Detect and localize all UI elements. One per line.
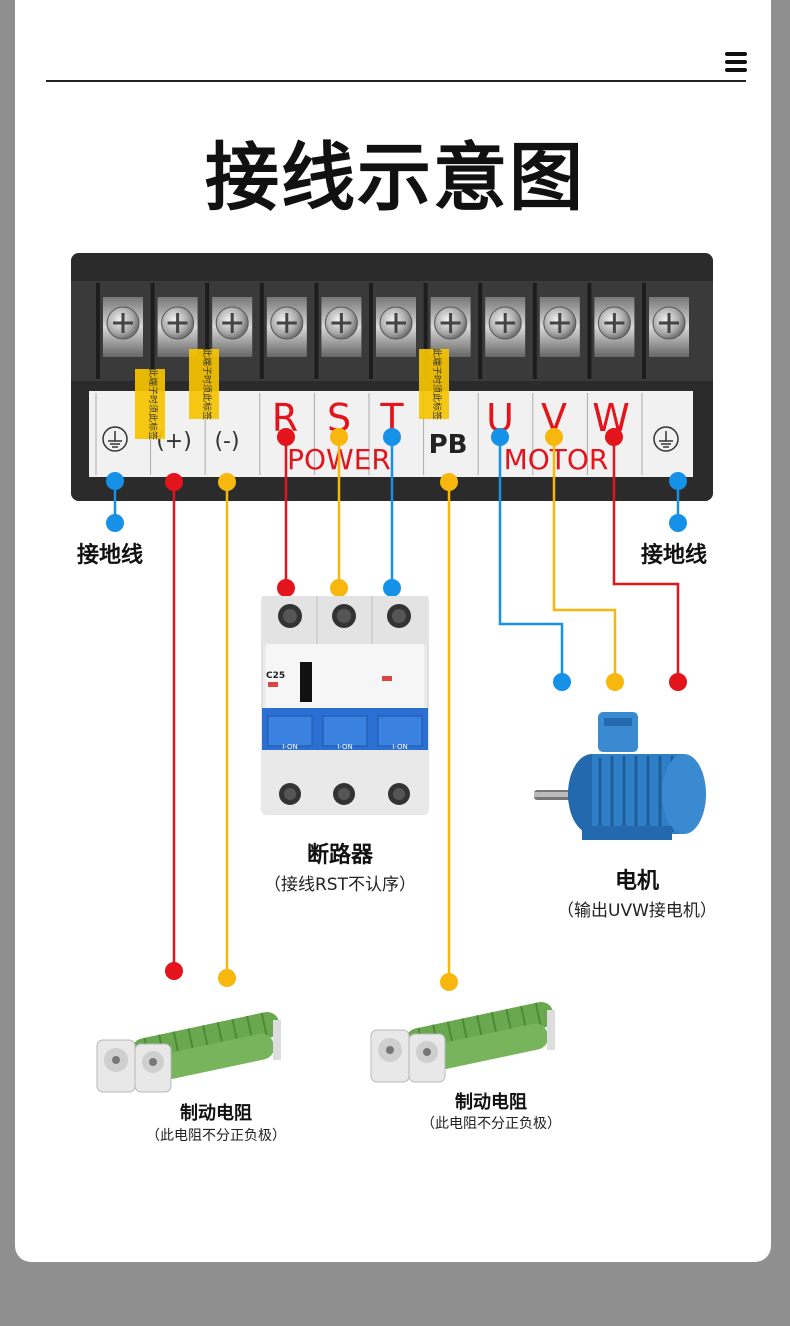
ground-right-label: 接地线 [640,543,707,568]
terminal-separator [369,283,373,379]
terminal-label-v: V [541,396,567,440]
terminal-group-motor: MOTOR [504,443,609,476]
hamburger-menu-icon[interactable] [725,52,747,72]
resistor-right-sublabel: （此电阻不分正负极） [421,1116,561,1132]
header-divider [46,80,746,82]
terminal-label-u: U [486,396,514,440]
terminal-label-pb: PB [429,430,468,460]
terminal-separator [532,283,537,379]
motor-sublabel: （输出UVW接电机） [557,901,717,921]
terminal-separator [423,283,428,379]
breaker-label: 断路器 [306,843,373,868]
terminal-group-power: POWER [287,443,391,476]
electric-motor-icon [534,712,706,840]
circuit-breaker-icon: C25 I-ON I-ON I-ON [261,596,429,815]
warning-tag-text: 此端子时须此标签 [431,348,443,420]
page-title: 接线示意图 [205,135,585,221]
warning-tag-text: 此端子时须此标签 [201,348,213,420]
terminal-label-w: W [592,396,630,440]
terminal-separator [314,283,319,379]
terminal-separator [587,283,592,379]
resistor-right-label: 制动电阻 [455,1092,527,1113]
terminal-label-r: R [272,396,298,440]
warning-tag [419,349,449,419]
terminal-separator [150,283,155,379]
terminal-separator [478,283,483,379]
motor-label: 电机 [614,869,659,894]
breaker-sublabel: （接线RST不认序） [264,875,416,895]
terminal-separator [259,283,264,379]
warning-tag [189,349,219,419]
resistor-left-label: 制动电阻 [180,1103,252,1124]
braking-resistor-left-icon [96,1012,281,1093]
resistor-left-sublabel: （此电阻不分正负极） [146,1128,286,1144]
terminal-label-t: T [379,396,404,440]
terminal-label-s: S [327,396,351,440]
terminal-separator [642,283,646,379]
breaker-rating: C25 [266,671,285,681]
switch-label-2: I-ON [337,743,353,751]
braking-resistor-right-icon [370,1002,555,1083]
terminal-minus-label: (-) [214,429,239,454]
ground-symbol-icon [102,426,128,452]
warning-tag [135,369,165,439]
switch-label-3: I-ON [392,743,408,751]
terminal-separator [205,283,210,379]
terminal-separator [96,283,100,379]
ground-left-label: 接地线 [76,543,143,568]
warning-tag-text: 此端子时须此标签 [147,368,159,440]
switch-label-1: I-ON [282,743,298,751]
